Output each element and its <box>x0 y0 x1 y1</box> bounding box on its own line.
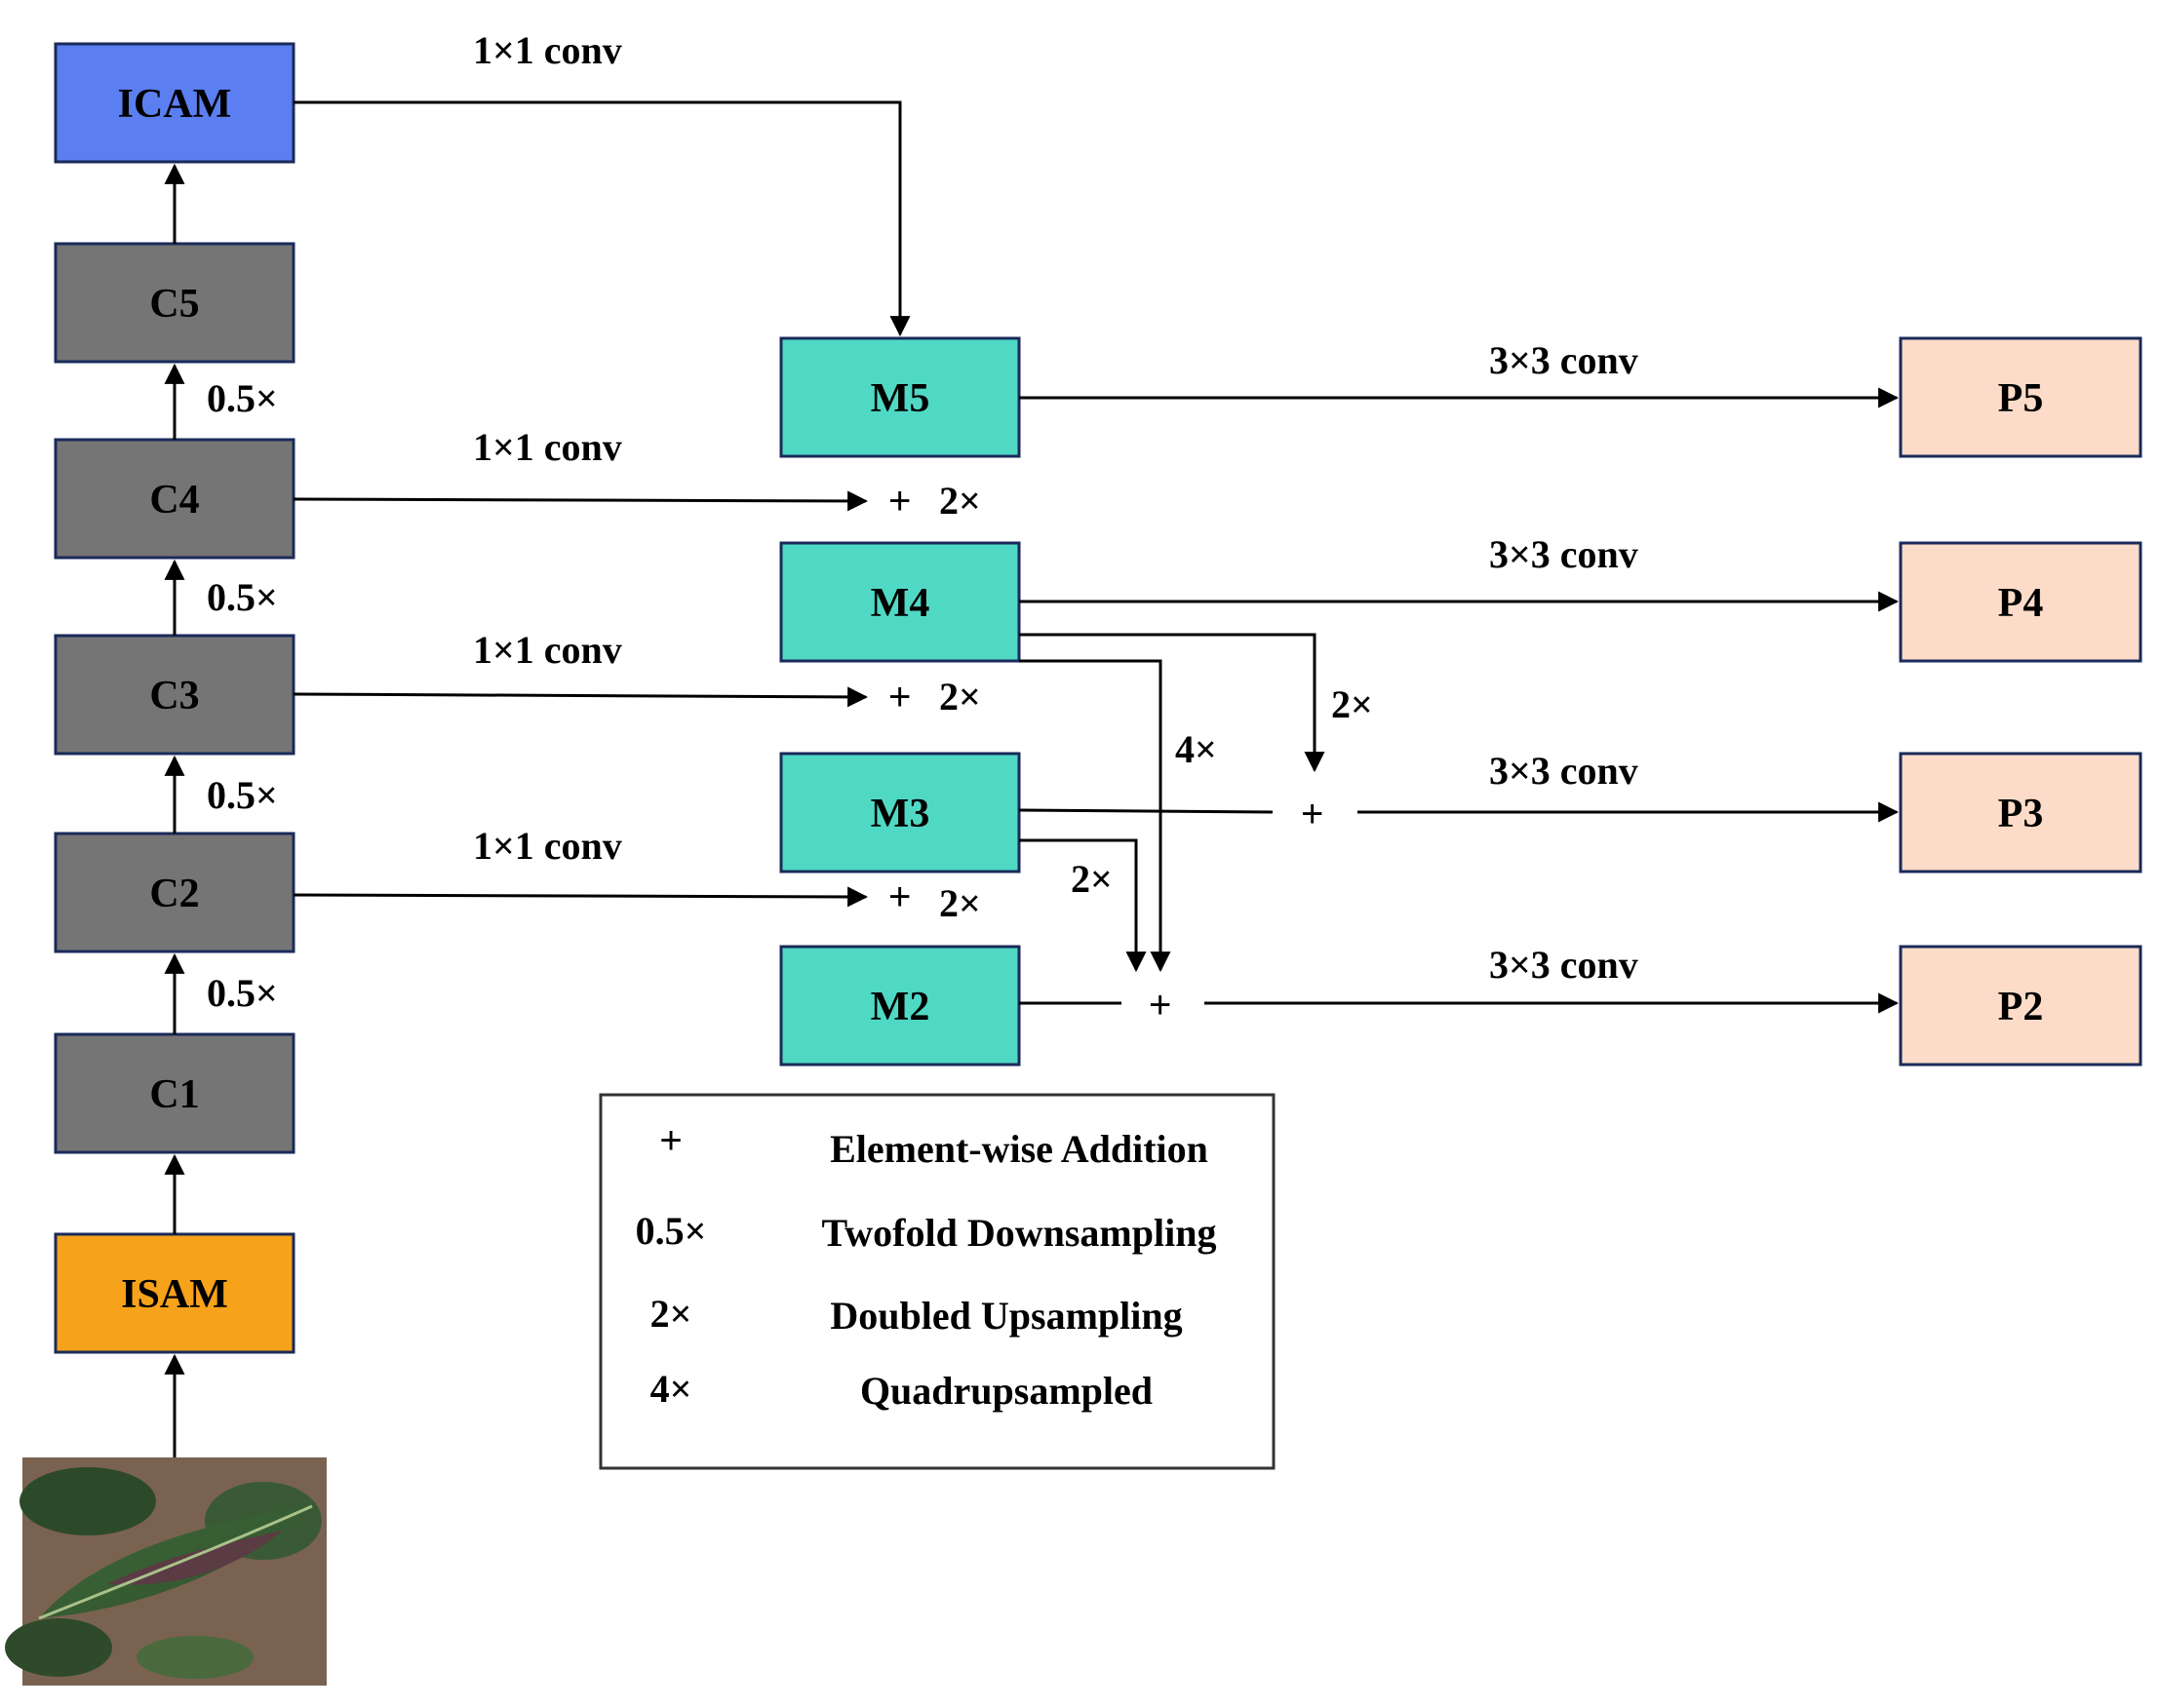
p2-label: P2 <box>1998 985 2044 1029</box>
conv1x1-label-c3: 1×1 conv <box>473 628 622 672</box>
c5-label: C5 <box>149 282 199 327</box>
legend-text-quadrupsampled: Quadrupsampled <box>860 1369 1153 1413</box>
down-label-c3-c4: 0.5× <box>207 575 278 619</box>
c4-label: C4 <box>149 478 199 523</box>
legend-text-upsampling: Doubled Upsampling <box>830 1294 1182 1338</box>
arrow-m3-up2-p2 <box>1019 838 1147 973</box>
conv1x1-label-c2: 1×1 conv <box>473 824 622 868</box>
conv3x3-label-p5: 3×3 conv <box>1489 338 1638 382</box>
up2-label-m3-p2: 2× <box>1071 857 1113 901</box>
m2-label: M2 <box>871 985 930 1029</box>
icam-label: ICAM <box>118 82 232 127</box>
p3-label: P3 <box>1998 792 2044 836</box>
plus-m3: + <box>888 676 911 718</box>
legend-symbol-quadrupsampled: 4× <box>650 1367 692 1411</box>
m3-box <box>779 752 1021 873</box>
icam-box <box>54 42 295 164</box>
legend-symbol-downsampling: 0.5× <box>636 1209 707 1253</box>
output-column: P5 P4 P3 P2 <box>1899 336 2142 1067</box>
backbone-column: ICAM C5 C4 C3 C2 C1 ISAM 0.5× 0.5× 0.5× … <box>54 42 295 1457</box>
conv3x3-label-p3: 3×3 conv <box>1489 749 1638 793</box>
p5-box <box>1899 336 2142 458</box>
up2-label-m2: 2× <box>939 881 981 925</box>
legend-text-addition: Element-wise Addition <box>830 1127 1208 1171</box>
legend-symbol-upsampling: 2× <box>650 1292 692 1336</box>
conv1x1-label-c4: 1×1 conv <box>473 425 622 469</box>
p3-box <box>1899 752 2142 873</box>
merge-column: M5 M4 M3 M2 <box>779 336 1021 1067</box>
conv3x3-label-p2: 3×3 conv <box>1489 943 1638 987</box>
legend-symbol-addition: + <box>659 1119 682 1162</box>
plus-p2: + <box>1149 984 1171 1027</box>
p2-box <box>1899 945 2142 1067</box>
arrow-c4-merge <box>293 490 869 512</box>
c2-label: C2 <box>149 872 199 916</box>
c1-label: C1 <box>149 1072 199 1117</box>
conv3x3-label-p4: 3×3 conv <box>1489 532 1638 576</box>
p5-label: P5 <box>1998 376 2044 421</box>
arrow-m4-up4-p2 <box>1019 659 1171 973</box>
conv1x1-label-icam: 1×1 conv <box>473 28 622 72</box>
m5-box <box>779 336 1021 458</box>
down-label-c4-c5: 0.5× <box>207 376 278 420</box>
input-leaf-image <box>5 1457 327 1686</box>
plus-p3: + <box>1301 793 1323 835</box>
plus-m2: + <box>888 875 911 918</box>
m2-box <box>779 945 1021 1067</box>
c2-box <box>54 832 295 953</box>
c1-box <box>54 1032 295 1154</box>
arrow-icam-m5 <box>294 100 911 337</box>
down-label-c1-c2: 0.5× <box>207 971 278 1015</box>
line-m3-plus <box>1018 808 1274 814</box>
m4-box <box>779 541 1021 663</box>
arrow-c2-merge <box>293 886 869 908</box>
m4-label: M4 <box>871 581 930 626</box>
output-connections: 3×3 conv 3×3 conv 2× 4× + 3×3 conv 2× + … <box>1018 338 1900 1027</box>
c3-label: C3 <box>149 674 199 718</box>
legend: + Element-wise Addition 0.5× Twofold Dow… <box>599 1093 1276 1470</box>
m3-label: M3 <box>871 792 930 836</box>
lateral-connections: 1×1 conv 1×1 conv + 2× 1×1 conv + 2× 1×1… <box>293 28 981 925</box>
legend-frame <box>599 1093 1276 1470</box>
legend-text-downsampling: Twofold Downsampling <box>822 1211 1217 1255</box>
down-label-c2-c3: 0.5× <box>207 773 278 817</box>
up2-label-m3: 2× <box>939 675 981 718</box>
m5-label: M5 <box>871 376 930 421</box>
plus-m4: + <box>888 480 911 523</box>
arrow-c3-merge <box>293 686 869 708</box>
up4-label-m4-p2: 4× <box>1175 727 1217 771</box>
arrow-m4-up2-p3 <box>1019 633 1325 773</box>
p4-box <box>1899 541 2142 663</box>
isam-label: ISAM <box>121 1272 228 1317</box>
up2-label-m4: 2× <box>939 479 981 523</box>
p4-label: P4 <box>1998 581 2044 626</box>
isam-box <box>54 1232 295 1354</box>
up2-label-m4-p3: 2× <box>1331 682 1373 726</box>
c5-box <box>54 242 295 364</box>
